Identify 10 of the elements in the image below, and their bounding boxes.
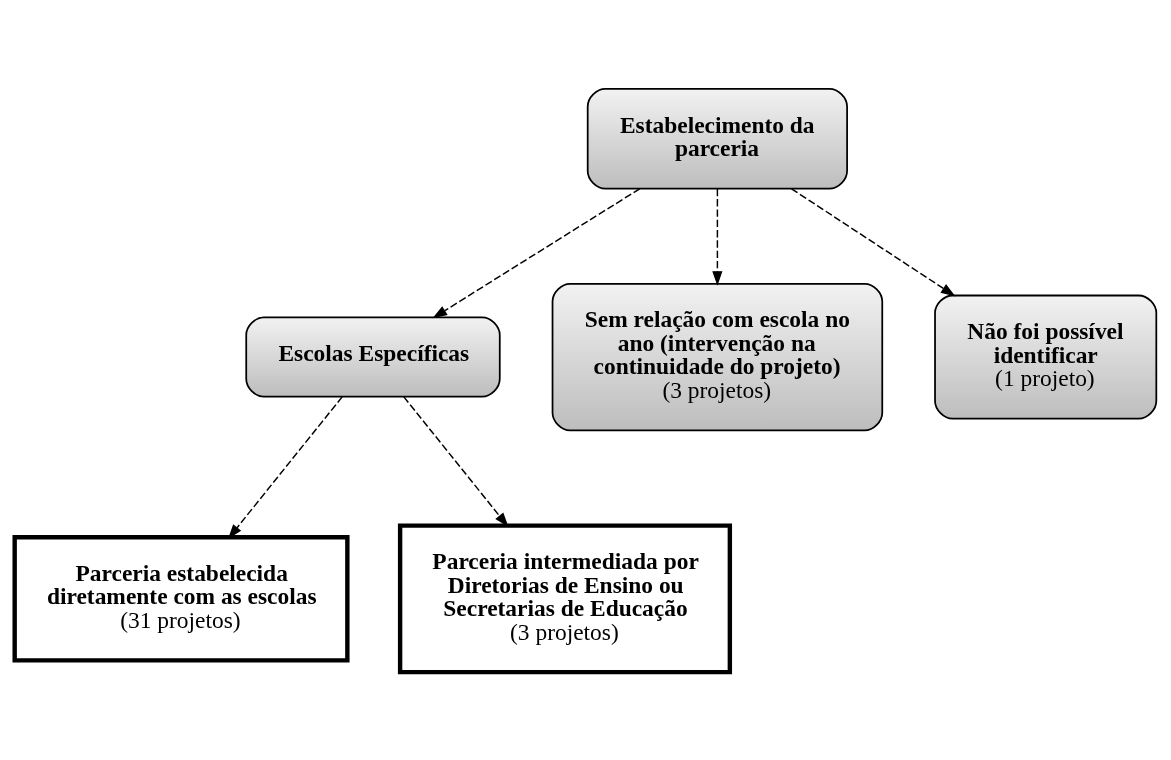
node-box: Escolas Específicas <box>245 316 501 397</box>
node-box: Parceria estabelecida diretamente com as escolas (31 projetos) <box>12 534 350 663</box>
arrow <box>403 395 509 527</box>
arrow <box>790 187 956 296</box>
node-box: Parceria intermediada por Diretorias de Ensino ou Secretarias de Educação (3 projetos) <box>397 522 733 674</box>
node-box: Estabelecimento da parceria <box>586 87 848 189</box>
node-box: Sem relação com escola no ano (intervenção na continuidade do projeto) (3 projetos) <box>551 282 884 431</box>
arrow <box>432 187 641 318</box>
node-box: Não foi possível identificar (1 projeto) <box>934 294 1158 419</box>
arrow <box>712 187 723 286</box>
